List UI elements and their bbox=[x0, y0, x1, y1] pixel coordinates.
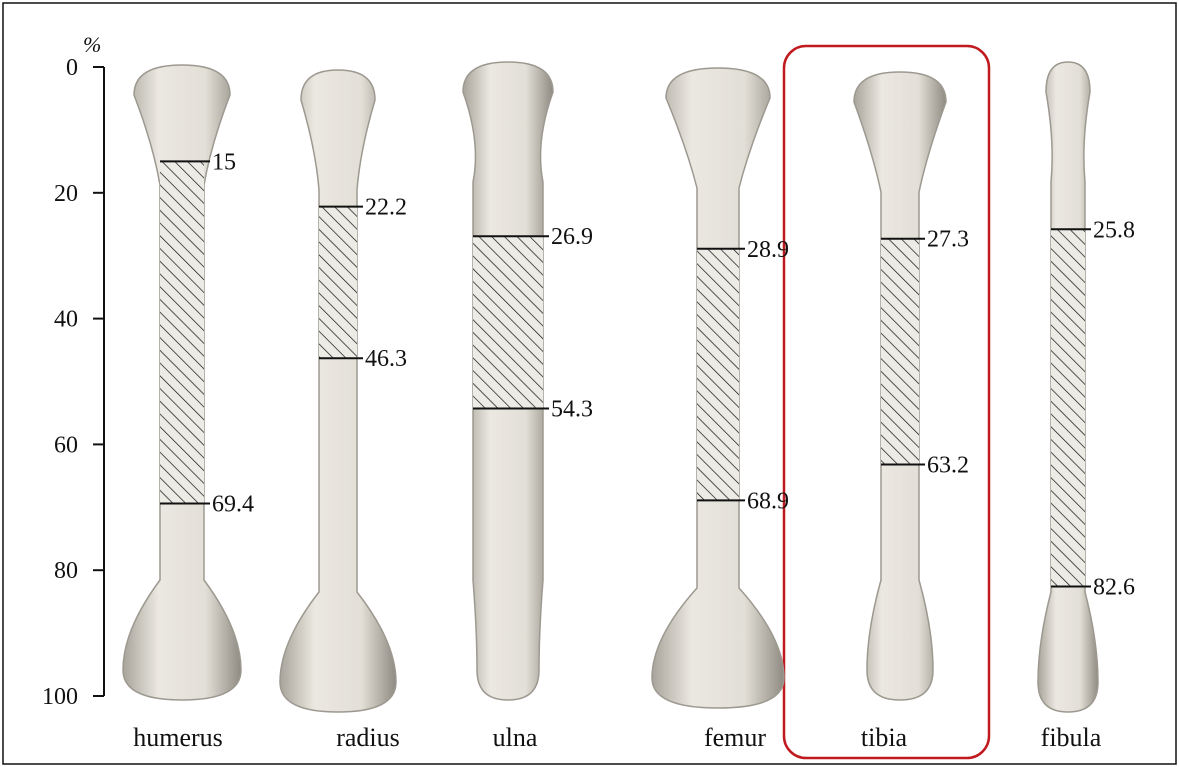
bone-name-label: tibia bbox=[861, 723, 908, 752]
axis-unit-label: % bbox=[83, 32, 101, 57]
bones-group: 1569.4humerus22.246.3radius26.954.3ulna2… bbox=[123, 62, 1135, 752]
bone-name-label: ulna bbox=[493, 723, 538, 752]
hatched-region bbox=[160, 161, 204, 503]
bone-name-label: humerus bbox=[133, 723, 223, 752]
y-tick-label: 20 bbox=[54, 181, 78, 207]
bone-radius: 22.2 46.3 radius bbox=[280, 70, 407, 752]
y-tick-label: 60 bbox=[54, 432, 78, 458]
bone-tibia: 27.3 63.2 tibia bbox=[854, 72, 969, 752]
boundary-label: 54.3 bbox=[551, 397, 593, 423]
bone-fibula: 25.8 82.6 fibula bbox=[1038, 62, 1135, 752]
boundary-label: 15 bbox=[212, 149, 236, 175]
bone-humerus: 15 69.4 humerus bbox=[123, 65, 254, 752]
hatched-region bbox=[697, 249, 739, 501]
y-tick-label: 100 bbox=[42, 684, 78, 710]
boundary-label: 69.4 bbox=[212, 492, 254, 518]
bone-ulna: 26.9 54.3 ulna bbox=[463, 62, 593, 752]
boundary-label: 25.8 bbox=[1093, 217, 1135, 243]
boundary-label: 63.2 bbox=[927, 453, 969, 479]
boundary-label: 22.2 bbox=[365, 195, 407, 221]
bone-name-label: radius bbox=[336, 723, 400, 752]
bone-femur: 28.9 68.9 femur bbox=[652, 68, 789, 752]
boundary-label: 46.3 bbox=[365, 346, 407, 372]
y-tick-label: 0 bbox=[66, 55, 78, 81]
hatched-region bbox=[473, 236, 543, 408]
boundary-label: 28.9 bbox=[747, 237, 789, 263]
bone-name-label: femur bbox=[704, 723, 766, 752]
y-tick-label: 80 bbox=[54, 558, 78, 584]
boundary-label: 68.9 bbox=[747, 488, 789, 514]
hatched-region bbox=[881, 239, 919, 465]
boundary-label: 27.3 bbox=[927, 227, 969, 253]
bone-silhouette bbox=[280, 70, 396, 712]
hatched-region bbox=[319, 207, 357, 359]
y-axis: % 0 20 40 60 80 100 bbox=[42, 32, 104, 710]
y-tick-label: 40 bbox=[54, 307, 78, 333]
boundary-label: 82.6 bbox=[1093, 575, 1135, 601]
bone-name-label: fibula bbox=[1041, 723, 1102, 752]
hatched-region bbox=[1051, 229, 1085, 586]
boundary-label: 26.9 bbox=[551, 224, 593, 250]
